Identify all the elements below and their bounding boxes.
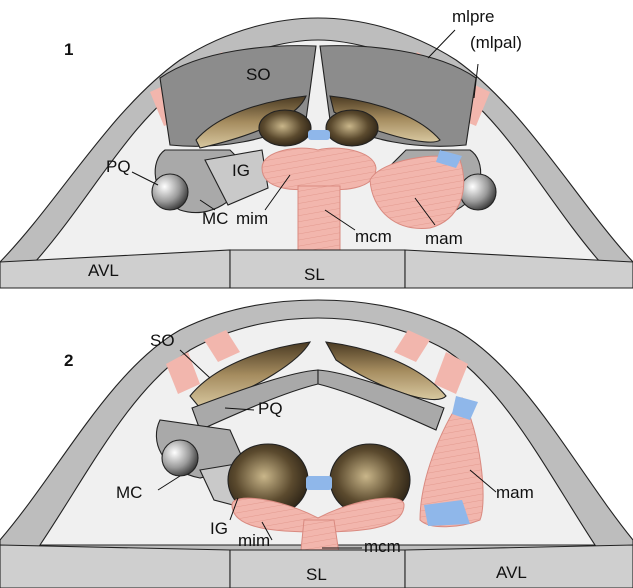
label-mlpal: (mlpal) — [470, 33, 522, 52]
gnathal-left — [259, 110, 311, 146]
label-ig: IG — [210, 519, 228, 538]
pq-ball-left — [152, 174, 188, 210]
avl-left-2 — [0, 545, 230, 588]
label-pq: PQ — [106, 157, 131, 176]
pq-ball-right — [460, 174, 496, 210]
panel-1: 1 SO mlpre (mlpal) IG PQ MC mim mcm mam … — [0, 7, 633, 288]
ligament-mid-2 — [306, 476, 332, 490]
label-so: SO — [150, 331, 175, 350]
panel-number: 1 — [64, 40, 73, 59]
label-sl: SL — [306, 565, 327, 584]
panel-number: 2 — [64, 351, 73, 370]
ligament-top-1 — [308, 130, 330, 140]
label-avl: AVL — [88, 261, 119, 280]
label-mcm: mcm — [355, 227, 392, 246]
label-mim: mim — [238, 531, 270, 550]
gnathal-right — [326, 110, 378, 146]
label-so: SO — [246, 65, 271, 84]
label-pq: PQ — [258, 399, 283, 418]
label-mc: MC — [116, 483, 142, 502]
mim-muscle-1 — [262, 148, 376, 189]
label-mam: mam — [425, 229, 463, 248]
label-mcm: mcm — [364, 537, 401, 556]
panel-2: 2 SO PQ MC IG mim mcm mam SL AVL — [0, 300, 633, 588]
label-mlpre: mlpre — [452, 7, 495, 26]
cavity-2 — [40, 318, 595, 545]
pq-ball-left-2 — [162, 440, 198, 476]
label-avl: AVL — [496, 563, 527, 582]
label-sl: SL — [304, 265, 325, 284]
label-ig: IG — [232, 161, 250, 180]
label-mam: mam — [496, 483, 534, 502]
label-mc: MC — [202, 209, 228, 228]
label-mim: mim — [236, 209, 268, 228]
